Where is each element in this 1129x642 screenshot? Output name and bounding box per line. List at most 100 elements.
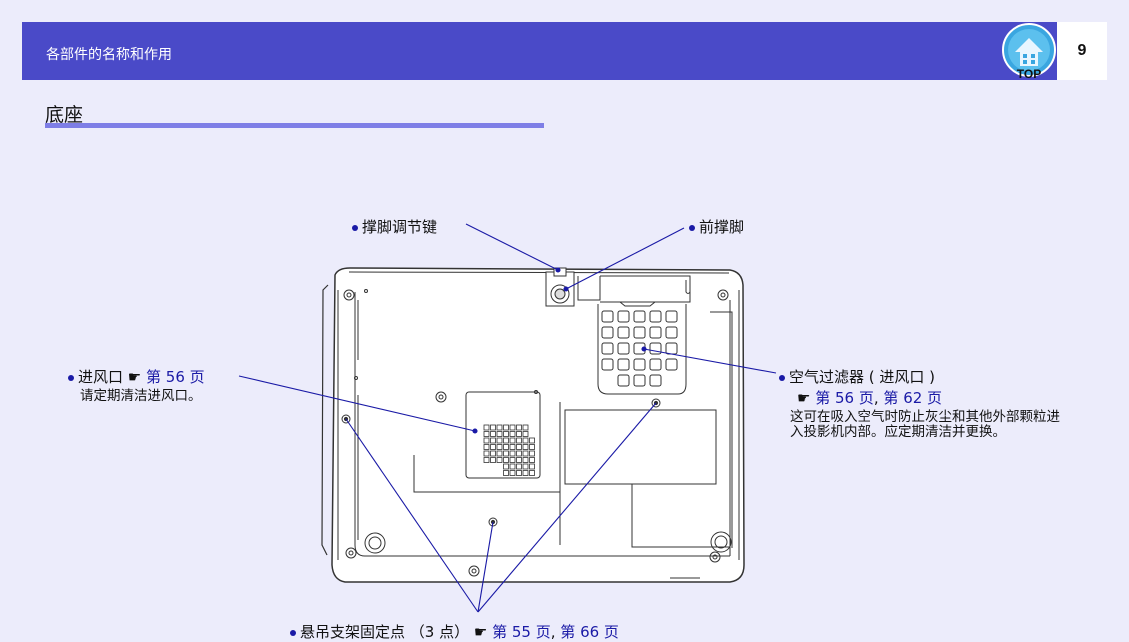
inlet-cell — [490, 437, 496, 444]
leader-lines — [238, 223, 777, 613]
air-filter-page-link-1[interactable]: 第 56 页 — [815, 389, 874, 407]
callout-mount-points: 悬吊支架固定点 （3 点） ☛ 第 55 页, 第 66 页 — [290, 621, 619, 642]
inlet-cell — [522, 470, 529, 476]
inlet-cell — [503, 431, 509, 437]
inlet-cell — [496, 437, 503, 444]
inlet-cell — [490, 457, 496, 463]
mount-points-label: 悬吊支架固定点 （3 点） — [300, 623, 470, 641]
inlet-cell — [503, 463, 509, 470]
inlet-cell — [509, 437, 516, 444]
pointing-hand-icon: ☛ — [127, 368, 142, 386]
inlet-cell — [522, 450, 529, 457]
ref-separator: , — [873, 389, 879, 407]
inlet-cell — [516, 444, 522, 450]
inlet-cell — [509, 470, 516, 476]
air-inlet-page-link[interactable]: 第 56 页 — [146, 368, 205, 386]
inlet-cell — [516, 470, 522, 476]
air-inlet-description: 请定期清洁进风口。 — [80, 388, 202, 403]
inlet-cell — [522, 444, 529, 450]
filter-cell — [601, 326, 614, 339]
mount-points-page-link-1[interactable]: 第 55 页 — [492, 623, 551, 641]
inlet-cell — [483, 437, 490, 444]
pointing-hand-icon: ☛ — [797, 389, 811, 407]
inlet-cell — [503, 450, 509, 457]
filter-cell — [649, 310, 662, 323]
filter-cell — [665, 358, 678, 371]
top-label: TOP — [1017, 67, 1041, 80]
inlet-cell — [490, 424, 496, 431]
inlet-cell — [529, 437, 535, 444]
inlet-cell — [503, 444, 509, 450]
bullet — [779, 374, 785, 381]
foot-adjust-lever — [553, 267, 567, 277]
air-filter-refs: ☛ 第 56 页, 第 62 页 — [797, 387, 942, 408]
filter-cell — [633, 310, 646, 323]
inlet-cell — [529, 470, 535, 476]
air-inlet-label: 进风口 — [78, 368, 124, 386]
section-title: 底座 — [45, 104, 84, 126]
callout-foot-adjust: 撑脚调节键 — [352, 216, 437, 237]
callout-air-filter: 空气过滤器 ( 进风口 ) — [779, 366, 935, 387]
callout-air-inlet: 进风口 ☛ 第 56 页 — [68, 366, 205, 387]
top-button[interactable]: TOP — [1001, 22, 1057, 81]
inlet-cell — [516, 437, 522, 444]
air-filter-description: 这可在吸入空气时防止灰尘和其他外部颗粒进入投影机内部。应定期清洁并更换。 — [790, 409, 1060, 439]
filter-cell — [617, 326, 630, 339]
inlet-cell — [509, 444, 516, 450]
filter-cell — [665, 326, 678, 339]
inlet-cell — [496, 431, 503, 437]
inlet-cell — [529, 444, 535, 450]
inlet-cell — [503, 424, 509, 431]
inlet-cell — [490, 450, 496, 457]
inlet-cell — [516, 463, 522, 470]
filter-cell — [601, 310, 614, 323]
inlet-cell — [522, 463, 529, 470]
inlet-cell — [483, 444, 490, 450]
filter-cell — [601, 358, 614, 371]
bullet — [290, 629, 296, 636]
inlet-cell — [522, 424, 529, 431]
inlet-cell — [516, 424, 522, 431]
inlet-cell — [503, 437, 509, 444]
filter-cell — [617, 374, 630, 387]
inlet-cell — [529, 463, 535, 470]
page-number-text: 9 — [1077, 42, 1087, 59]
mount-points-page-link-2[interactable]: 第 66 页 — [560, 623, 619, 641]
filter-cell — [665, 342, 678, 355]
bullet — [68, 374, 74, 381]
front-foot-label: 前撑脚 — [699, 218, 745, 236]
filter-cell — [633, 326, 646, 339]
inlet-cell — [509, 424, 516, 431]
section-underline — [45, 123, 544, 128]
inlet-cell — [522, 457, 529, 463]
bullet — [352, 224, 358, 231]
filter-cell — [601, 342, 614, 355]
air-filter-label: 空气过滤器 ( 进风口 ) — [789, 368, 936, 386]
header-bar: 各部件的名称和作用 — [22, 22, 1057, 80]
filter-cell — [649, 326, 662, 339]
header-title: 各部件的名称和作用 — [46, 47, 172, 63]
filter-cell — [633, 358, 646, 371]
air-filter-page-link-2[interactable]: 第 62 页 — [883, 389, 943, 407]
bullet — [689, 224, 695, 231]
corner-screws — [343, 289, 729, 577]
filter-cell — [649, 358, 662, 371]
house-top-icon: TOP — [1002, 23, 1056, 81]
air-filter-grid — [601, 310, 678, 387]
inlet-cell — [529, 457, 535, 463]
filter-cell — [649, 374, 662, 387]
inlet-cell — [483, 424, 490, 431]
air-inlet-grid — [483, 424, 535, 476]
inlet-cell — [496, 444, 503, 450]
inlet-cell — [509, 450, 516, 457]
inlet-cell — [496, 457, 503, 463]
inlet-cell — [509, 457, 516, 463]
page-number: 9 — [1057, 22, 1107, 80]
inlet-cell — [516, 431, 522, 437]
pointing-hand-icon: ☛ — [473, 623, 488, 641]
inlet-cell — [483, 457, 490, 463]
ref-separator: , — [550, 623, 556, 641]
inlet-cell — [509, 463, 516, 470]
inlet-cell — [516, 457, 522, 463]
